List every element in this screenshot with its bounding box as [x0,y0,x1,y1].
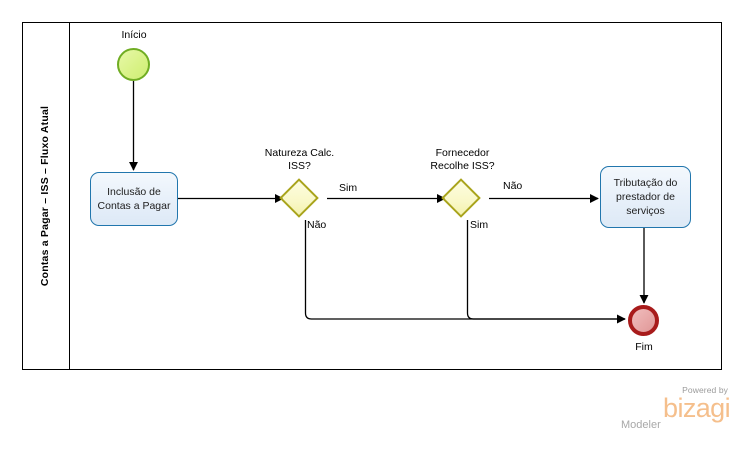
flow-label-natureza-nao: Não [307,219,327,231]
flow-label-fornecedor-nao: Não [503,180,523,192]
watermark-brand: bizagi [663,393,731,423]
flow-label-natureza-sim: Sim [339,182,358,194]
task-inclusao-contas-a-pagar[interactable]: Inclusão de Contas a Pagar [90,172,178,226]
end-event[interactable] [628,305,659,336]
bizagi-watermark: Powered by bizagi Modeler [615,385,731,443]
gateway-natureza-label: Natureza Calc. ISS? [264,147,335,172]
lane-title: Contas a Pagar – ISS – Fluxo Atual [39,105,52,287]
end-event-label: Fim [635,341,653,353]
lane-header: Contas a Pagar – ISS – Fluxo Atual [22,22,70,370]
watermark-powered-by: Powered by [682,385,728,395]
watermark-product: Modeler [621,419,661,431]
task-tributacao-prestador-servicos[interactable]: Tributação do prestador de serviços [600,166,691,228]
start-event[interactable] [117,48,150,81]
flow-label-fornecedor-sim: Sim [470,219,489,231]
gateway-fornecedor-label: Fornecedor Recolhe ISS? [430,147,495,172]
start-event-label: Início [121,29,147,41]
